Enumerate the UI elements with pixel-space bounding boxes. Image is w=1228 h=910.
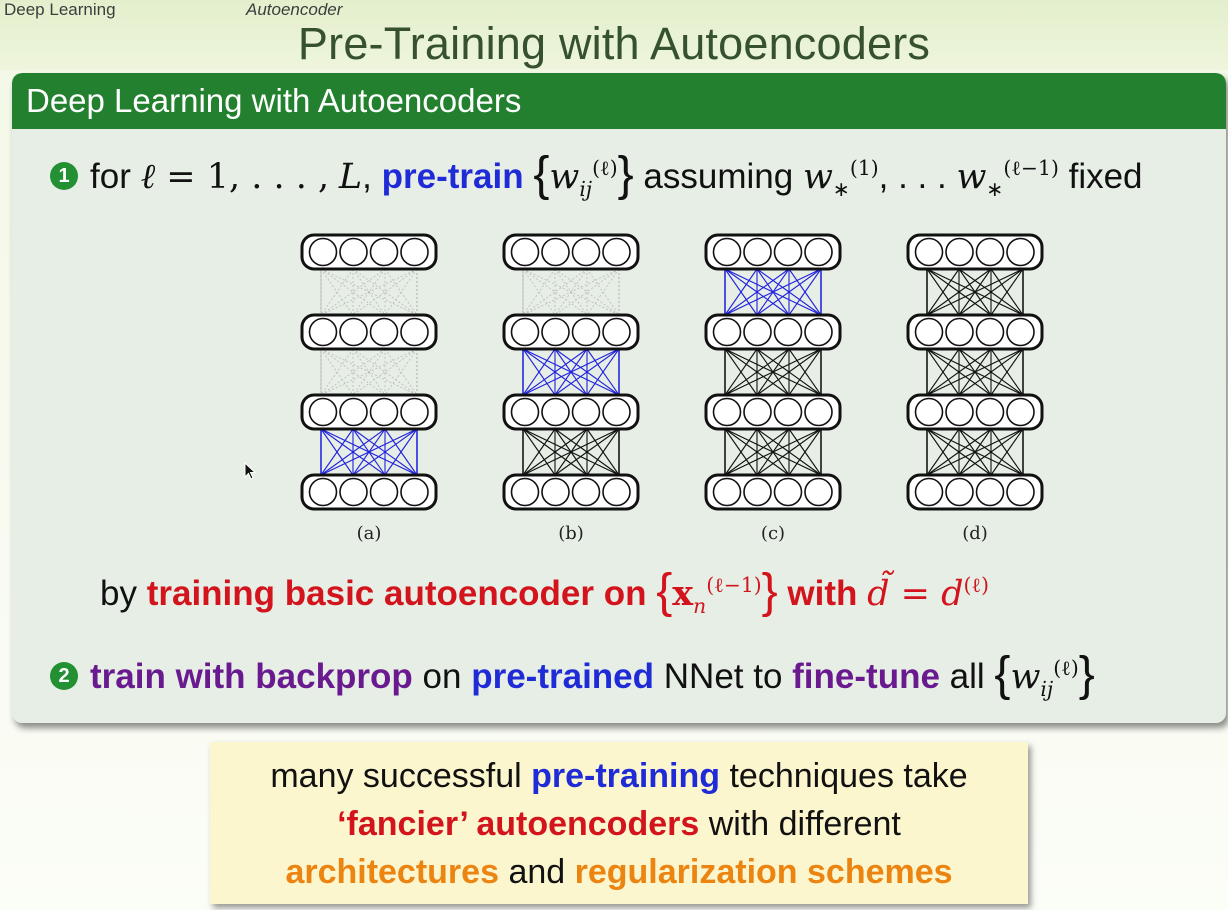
- network-column-b: (b): [502, 233, 640, 544]
- step1-comma: ,: [362, 156, 372, 196]
- note-line-3: architectures and regularization schemes: [210, 848, 1028, 896]
- note-text: and: [508, 853, 566, 891]
- content-block: Deep Learning with Autoencoders 1 for ℓ =…: [12, 73, 1226, 723]
- note-pretraining: pre-training: [531, 757, 721, 795]
- diagram-label-b: (b): [558, 523, 584, 544]
- note-text: techniques take: [729, 757, 968, 795]
- step1b-by: by: [100, 573, 137, 613]
- left-brace-2: {: [994, 648, 1011, 701]
- step2-train: train with backprop: [90, 656, 413, 696]
- step1b-n: n: [693, 593, 707, 618]
- left-brace-red: {: [656, 565, 673, 618]
- step1-for: for: [90, 156, 131, 196]
- network-column-a: (a): [300, 233, 438, 544]
- network-column-d: (d): [906, 233, 1044, 544]
- nav-subsection-autoencoder[interactable]: Autoencoder: [246, 0, 343, 19]
- step2-nnet-to: NNet to: [663, 656, 783, 696]
- step1-w-star2: w: [956, 156, 987, 197]
- top-strip: [0, 0, 1228, 70]
- note-text: many successful: [270, 757, 522, 795]
- step1-range: = 1, . . . ,: [155, 156, 330, 197]
- step2-pretrained: pre-trained: [471, 656, 655, 696]
- right-brace-2: }: [1078, 648, 1095, 701]
- note-line-2: ‘fancier’ autoencoders with different: [210, 800, 1028, 848]
- step1-assuming: assuming: [643, 156, 794, 196]
- step1-L: L: [338, 156, 363, 197]
- note-regularization-schemes: regularization schemes: [574, 853, 953, 891]
- step2-all: all: [949, 656, 985, 696]
- step2-number-badge: 2: [50, 661, 78, 690]
- step1-dots: , . . .: [878, 156, 947, 196]
- mouse-cursor-icon: [244, 462, 257, 480]
- diagram-label-a: (a): [357, 523, 382, 544]
- step1b-training: training basic autoencoder on: [146, 573, 647, 613]
- note-line-1: many successful pre-training techniques …: [210, 752, 1028, 800]
- right-brace: }: [617, 148, 634, 201]
- pretraining-diagram: (a) (b) (c) (d): [300, 233, 1044, 544]
- step1b-d: d: [941, 573, 964, 614]
- step2-finetune: fine-tune: [792, 656, 940, 696]
- note-text: with different: [708, 805, 901, 843]
- step1-ell: ℓ: [140, 156, 156, 197]
- step1-star2: ∗: [986, 178, 1004, 201]
- step1-w-star1: w: [802, 156, 833, 197]
- step1b-sup-prev: (ℓ−1): [706, 573, 762, 598]
- step1-fixed: fixed: [1068, 156, 1143, 196]
- step1-ell-sup: (ℓ): [592, 156, 618, 181]
- right-brace-red: }: [761, 565, 778, 618]
- step1b-line: by training basic autoencoder on {xn(ℓ−1…: [100, 565, 990, 623]
- note-box: many successful pre-training techniques …: [210, 742, 1028, 904]
- nav-section-deep-learning[interactable]: Deep Learning: [4, 0, 116, 19]
- step1b-ell-sup: (ℓ): [963, 573, 990, 598]
- step1-sup1: (1): [849, 156, 879, 181]
- step2-ell-sup: (ℓ): [1053, 656, 1079, 681]
- network-column-c: (c): [704, 233, 842, 544]
- step1b-x: x: [672, 572, 694, 614]
- step2-on: on: [422, 656, 462, 696]
- diagram-label-c: (c): [761, 523, 785, 544]
- step1b-dtilde: d̃: [867, 573, 890, 614]
- slide-title: Pre-Training with Autoencoders: [297, 18, 931, 69]
- diagram-label-d: (d): [962, 523, 988, 544]
- step2-w: w: [1010, 656, 1041, 697]
- step1-w: w: [549, 156, 580, 197]
- note-fancier-autoencoders: ‘fancier’ autoencoders: [337, 805, 700, 843]
- step1b-with: with: [787, 573, 858, 613]
- note-architectures: architectures: [285, 853, 499, 891]
- step1-pretrain: pre-train: [381, 156, 524, 196]
- step1-star1: ∗: [832, 178, 850, 201]
- block-title: Deep Learning with Autoencoders: [12, 73, 1226, 129]
- step1-ij: ij: [579, 176, 593, 201]
- step1-number-badge: 1: [50, 161, 78, 190]
- step2-ij: ij: [1040, 676, 1054, 701]
- step1b-eq: =: [889, 573, 942, 614]
- step1-sup-prev: (ℓ−1): [1003, 156, 1059, 181]
- step2-line: 2 train with backprop on pre-trained NNet…: [50, 648, 1095, 706]
- left-brace: {: [533, 148, 550, 201]
